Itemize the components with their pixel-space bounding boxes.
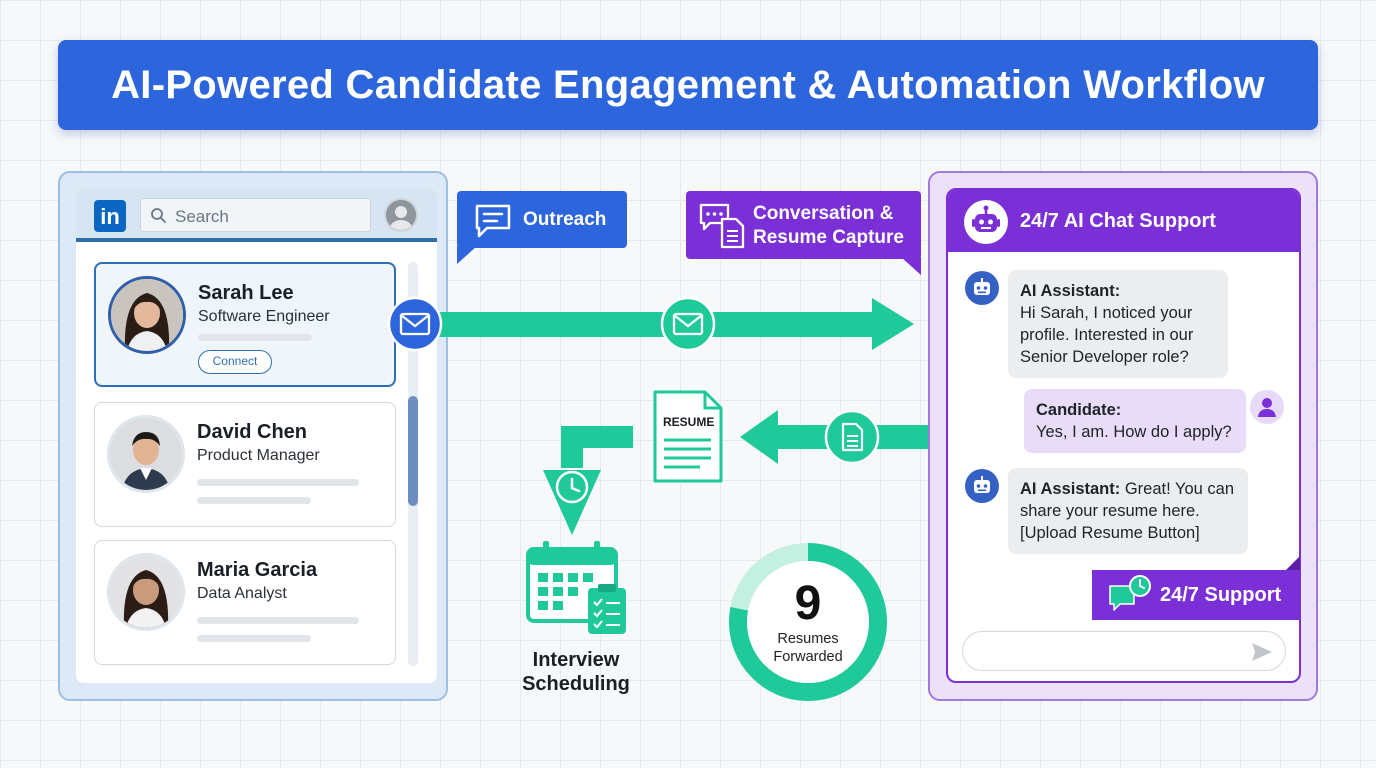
robot-avatar — [964, 200, 1008, 244]
search-input[interactable]: Search — [140, 198, 371, 232]
message-text: share your resume here. — [1020, 502, 1200, 520]
outreach-label: Outreach — [523, 209, 607, 230]
ai-message-2: AI Assistant: Great! You can share your … — [1008, 468, 1248, 554]
support-badge-label: 24/7 Support — [1160, 584, 1282, 606]
profile-avatar-icon[interactable] — [384, 198, 418, 232]
resume-document-icon — [653, 390, 723, 483]
candidate-role: Product Manager — [197, 447, 320, 464]
conversation-callout: Conversation & Resume Capture — [686, 191, 921, 259]
badge-fold — [1286, 556, 1300, 570]
support-badge: 24/7 Support — [1092, 570, 1300, 620]
robot-icon — [972, 205, 1000, 232]
placeholder-line — [197, 617, 359, 624]
candidate-name: David Chen — [197, 421, 308, 443]
callout-tail — [457, 246, 477, 264]
scrollbar-thumb[interactable] — [408, 396, 418, 506]
avatar — [108, 276, 186, 354]
candidate-message: Candidate: Yes, I am. How do I apply? — [1024, 389, 1246, 453]
scheduling-label-line1: Interview — [532, 649, 620, 671]
message-text: Hi Sarah, I noticed your profile. Intere… — [1020, 304, 1194, 366]
chat-message-input[interactable] — [962, 631, 1286, 671]
message-sender: AI Assistant: — [1020, 480, 1121, 498]
send-icon[interactable] — [1251, 642, 1273, 662]
resume-doc-label: RESUME — [663, 415, 715, 429]
message-sender: Candidate: — [1036, 401, 1122, 419]
linkedin-logo-icon[interactable]: in — [94, 200, 126, 232]
bot-avatar — [965, 469, 999, 503]
scrollbar[interactable] — [408, 262, 418, 666]
avatar — [107, 415, 185, 493]
outreach-arrowhead — [872, 298, 914, 350]
linkedin-header: in Search — [76, 188, 437, 242]
conversation-document-icon — [699, 203, 745, 249]
candidate-role: Data Analyst — [197, 585, 287, 602]
scheduling-label: Interview Scheduling — [506, 648, 646, 696]
candidate-card-sarah[interactable]: Sarah Lee Software Engineer Connect — [94, 262, 396, 387]
upload-resume-button[interactable]: [Upload Resume Button] — [1020, 524, 1200, 542]
document-icon — [824, 409, 880, 465]
message-text: Yes, I am. How do I apply? — [1036, 423, 1232, 441]
robot-icon — [974, 476, 990, 493]
placeholder-line — [198, 334, 312, 341]
resumes-count: 9 — [794, 577, 822, 630]
message-text: Great! You can — [1120, 480, 1235, 498]
avatar — [107, 553, 185, 631]
callout-tail — [901, 257, 921, 275]
candidate-card-david[interactable]: David Chen Product Manager — [94, 402, 396, 527]
email-icon — [660, 296, 716, 352]
linkedin-window: in Search Sarah — [76, 188, 437, 683]
candidate-role: Software Engineer — [198, 308, 330, 325]
robot-icon — [974, 278, 990, 295]
outreach-arrow — [436, 312, 876, 337]
email-icon — [387, 296, 443, 352]
conversation-label-line1: Conversation & — [753, 203, 894, 224]
resumes-label-line1: Resumes — [777, 631, 839, 647]
placeholder-line — [197, 479, 359, 486]
chat-title: 24/7 AI Chat Support — [1020, 210, 1216, 232]
resume-return-arrowhead — [740, 410, 778, 464]
conversation-label-line2: Resume Capture — [753, 227, 904, 248]
page-title: AI-Powered Candidate Engagement & Automa… — [111, 62, 1265, 107]
placeholder-line — [197, 497, 311, 504]
candidate-card-maria[interactable]: Maria Garcia Data Analyst — [94, 540, 396, 665]
scheduling-arrow — [561, 426, 633, 468]
resumes-label: Resumes Forwarded — [748, 630, 868, 666]
scheduling-label-line2: Scheduling — [522, 673, 630, 695]
clock-icon — [555, 470, 589, 504]
resumes-donut — [729, 543, 887, 701]
chat-bubble-icon — [475, 204, 511, 238]
donut-fill — [729, 543, 887, 701]
bot-avatar — [965, 271, 999, 305]
message-sender: AI Assistant: — [1020, 282, 1121, 300]
search-icon — [151, 208, 166, 223]
candidate-avatar-icon — [1250, 390, 1284, 424]
support-chat-icon — [1109, 575, 1151, 611]
search-placeholder: Search — [175, 207, 229, 226]
candidate-name: Sarah Lee — [198, 282, 294, 304]
candidate-name: Maria Garcia — [197, 559, 318, 581]
placeholder-line — [197, 635, 311, 642]
title-banner: AI-Powered Candidate Engagement & Automa… — [58, 40, 1318, 130]
ai-message-1: AI Assistant: Hi Sarah, I noticed your p… — [1008, 270, 1228, 378]
resumes-label-line2: Forwarded — [773, 649, 843, 665]
outreach-callout: Outreach — [457, 191, 627, 248]
chat-header: 24/7 AI Chat Support — [948, 190, 1299, 252]
calendar-icon — [526, 541, 626, 634]
connect-button[interactable]: Connect — [198, 350, 272, 374]
